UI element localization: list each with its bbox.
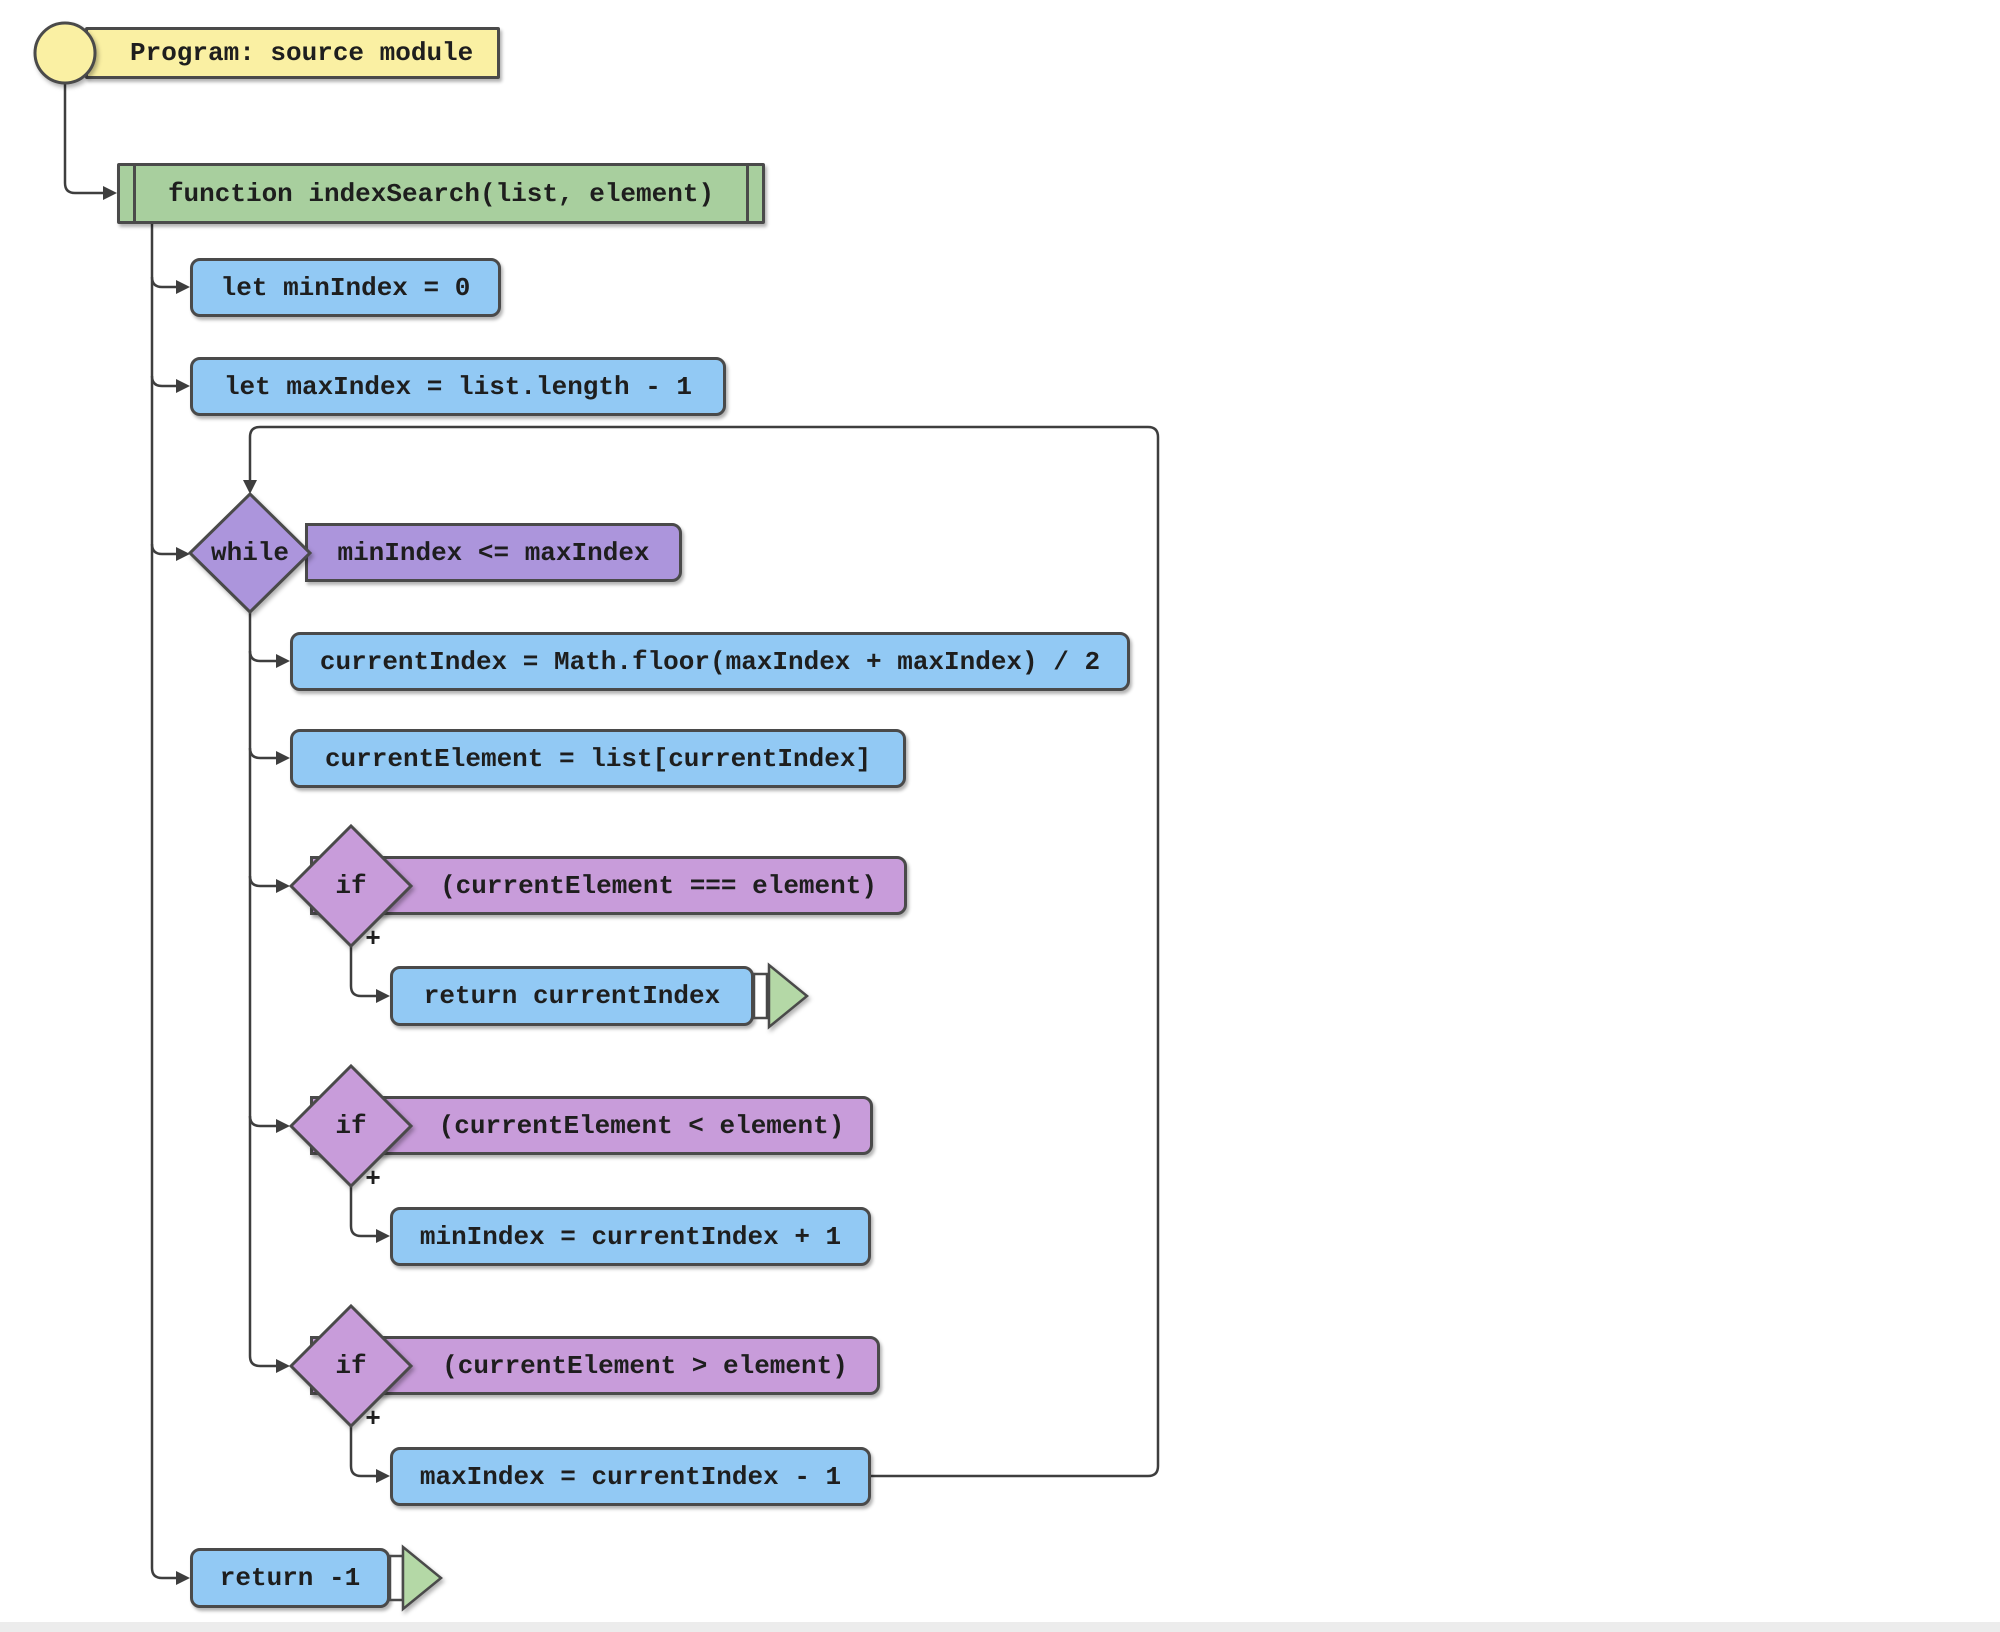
if-equal-condition-text: (currentElement === element) [440, 870, 877, 901]
if-less-plus-label: + [365, 1164, 381, 1194]
statement-inc-min-text: minIndex = currentIndex + 1 [419, 1221, 842, 1252]
function-innerline-right [746, 165, 749, 222]
statement-dec-max: maxIndex = currentIndex - 1 [390, 1447, 871, 1506]
if-less-keyword-label: if [335, 1111, 367, 1141]
statement-inc-min: minIndex = currentIndex + 1 [390, 1207, 871, 1266]
statement-init-min: let minIndex = 0 [190, 258, 501, 317]
statement-return-found-text: return currentIndex [423, 981, 721, 1011]
function-node: function indexSearch(list, element) [117, 163, 765, 224]
statement-calc-index-text: currentIndex = Math.floor(maxIndex + max… [319, 646, 1101, 677]
while-condition-bar: minIndex <= maxIndex [305, 523, 682, 582]
if-greater-plus-label: + [365, 1404, 381, 1434]
function-label: function indexSearch(list, element) [167, 178, 715, 209]
if-greater-keyword-label: if [335, 1351, 367, 1381]
statement-get-element: currentElement = list[currentIndex] [290, 729, 906, 788]
function-innerline-left [133, 165, 136, 222]
statement-get-element-text: currentElement = list[currentIndex] [324, 743, 872, 774]
statement-calc-index: currentIndex = Math.floor(maxIndex + max… [290, 632, 1130, 691]
statement-init-min-text: let minIndex = 0 [220, 272, 471, 303]
statement-init-max-text: let maxIndex = list.length - 1 [223, 371, 693, 402]
bottom-strip [0, 1622, 2000, 1632]
statement-dec-max-text: maxIndex = currentIndex - 1 [419, 1461, 842, 1492]
statement-return-found: return currentIndex [390, 966, 754, 1026]
while-keyword-label: while [210, 538, 289, 568]
if-less-condition-bar: (currentElement < element) [310, 1096, 873, 1155]
statement-return-not-found-text: return -1 [219, 1563, 361, 1593]
statement-init-max: let maxIndex = list.length - 1 [190, 357, 726, 416]
if-less-condition-text: (currentElement < element) [438, 1110, 845, 1141]
if-equal-plus-label: + [365, 924, 381, 954]
if-equal-keyword-label: if [335, 871, 367, 901]
while-condition-text: minIndex <= maxIndex [337, 537, 650, 568]
statement-return-not-found: return -1 [190, 1548, 390, 1608]
start-label: Program: source module [130, 38, 474, 68]
start-node: Program: source module [85, 27, 500, 79]
if-greater-condition-text: (currentElement > element) [442, 1350, 848, 1381]
